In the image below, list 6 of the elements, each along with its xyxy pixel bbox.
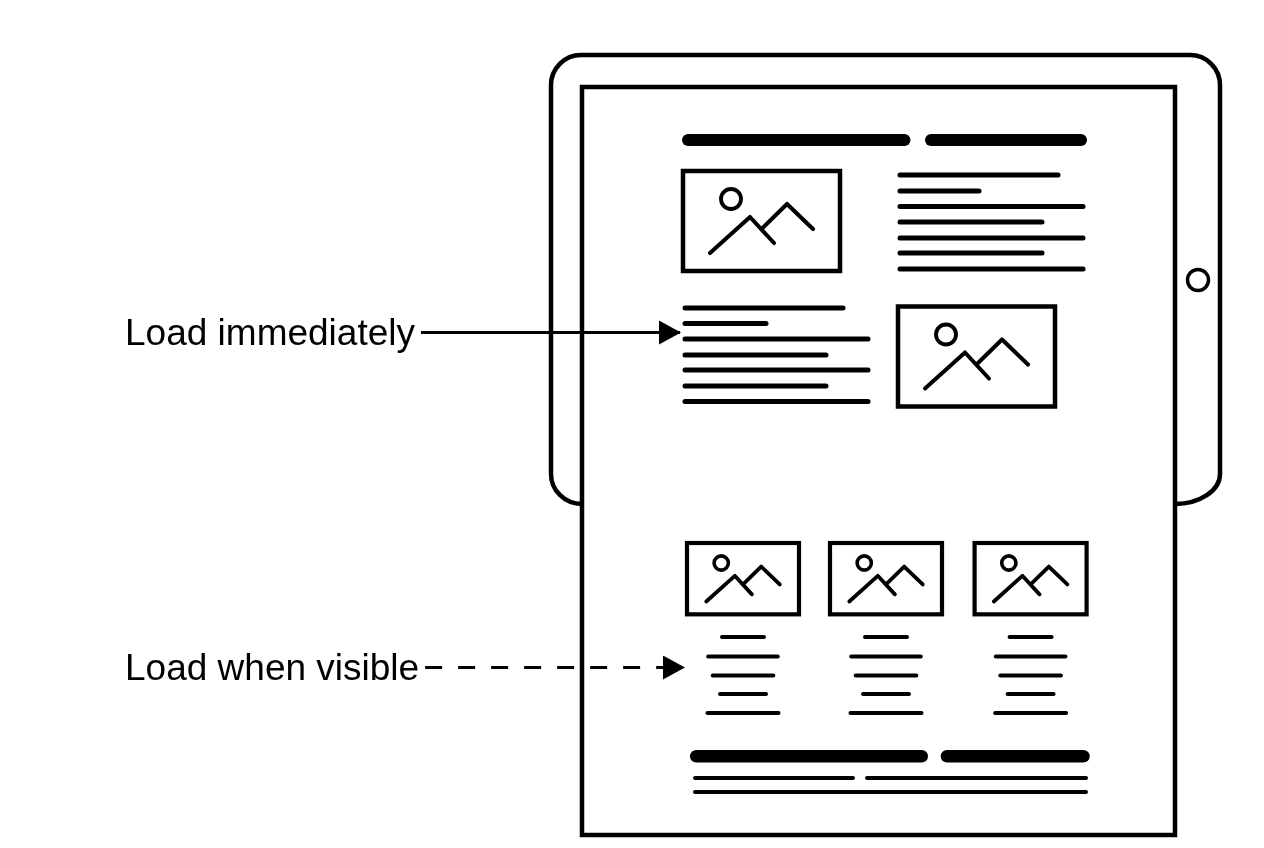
annotation-text: Load immediately [125, 314, 415, 351]
webpage-content-illustration [680, 132, 1090, 410]
arrow [421, 320, 681, 345]
annotation-text: Load when visible [125, 649, 420, 686]
dashed-arrow [425, 655, 685, 680]
webpage-cards-illustration [684, 540, 1092, 796]
